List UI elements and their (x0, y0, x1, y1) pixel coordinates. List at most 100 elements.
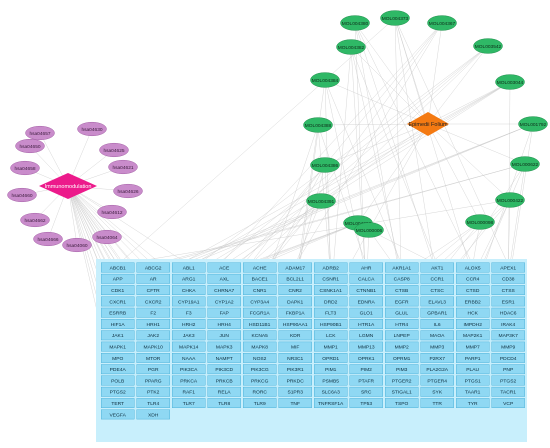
gene-box[interactable] (242, 386, 277, 397)
pathway-node[interactable] (92, 229, 122, 245)
gene-box[interactable] (456, 273, 490, 284)
gene-box[interactable] (171, 319, 206, 329)
gene-box[interactable] (278, 375, 312, 386)
gene-box[interactable] (171, 386, 206, 397)
gene-box[interactable] (207, 262, 241, 273)
gene-box[interactable] (491, 386, 525, 397)
pathway-node[interactable] (99, 142, 129, 158)
gene-box[interactable] (242, 398, 277, 408)
gene-box[interactable] (456, 285, 490, 295)
gene-box[interactable] (420, 285, 454, 295)
pathway-node[interactable] (77, 121, 107, 137)
gene-box[interactable] (456, 353, 490, 363)
ingredient-node[interactable] (510, 156, 540, 172)
gene-box[interactable] (385, 262, 419, 273)
gene-box[interactable] (491, 341, 525, 352)
gene-box[interactable] (100, 375, 135, 386)
gene-box[interactable] (420, 353, 454, 363)
pathway-node[interactable] (20, 212, 50, 228)
gene-box[interactable] (491, 319, 525, 329)
gene-box[interactable] (314, 398, 348, 408)
hub-epimedii-folium[interactable] (407, 112, 449, 136)
gene-box[interactable] (136, 341, 170, 352)
gene-box[interactable] (385, 273, 419, 284)
gene-box[interactable] (207, 296, 241, 307)
gene-box[interactable] (385, 296, 419, 307)
gene-box[interactable] (314, 386, 348, 397)
gene-box[interactable] (349, 330, 383, 341)
gene-box[interactable] (420, 364, 454, 375)
gene-box[interactable] (278, 285, 312, 295)
gene-box[interactable] (242, 307, 277, 318)
gene-box[interactable] (420, 341, 454, 352)
gene-box[interactable] (278, 353, 312, 363)
gene-box[interactable] (385, 341, 419, 352)
gene-box[interactable] (100, 386, 135, 397)
gene-box[interactable] (136, 262, 170, 273)
gene-box[interactable] (314, 273, 348, 284)
gene-box[interactable] (349, 262, 383, 273)
gene-box[interactable] (385, 353, 419, 363)
ingredient-node[interactable] (340, 15, 370, 31)
gene-box[interactable] (136, 409, 170, 420)
gene-box[interactable] (314, 319, 348, 329)
gene-box[interactable] (171, 364, 206, 375)
gene-box[interactable] (100, 330, 135, 341)
gene-box[interactable] (349, 386, 383, 397)
gene-box[interactable] (207, 285, 241, 295)
gene-box[interactable] (491, 375, 525, 386)
gene-box[interactable] (278, 319, 312, 329)
gene-box[interactable] (456, 330, 490, 341)
gene-box[interactable] (456, 398, 490, 408)
gene-box[interactable] (207, 330, 241, 341)
gene-box[interactable] (314, 341, 348, 352)
gene-box[interactable] (385, 375, 419, 386)
gene-box[interactable] (207, 375, 241, 386)
gene-box[interactable] (420, 319, 454, 329)
pathway-node[interactable] (15, 138, 45, 154)
gene-box[interactable] (349, 353, 383, 363)
gene-box[interactable] (314, 262, 348, 273)
gene-box[interactable] (100, 307, 135, 318)
gene-box[interactable] (136, 307, 170, 318)
ingredient-node[interactable] (303, 117, 333, 133)
gene-box[interactable] (385, 307, 419, 318)
gene-box[interactable] (207, 386, 241, 397)
gene-box[interactable] (385, 285, 419, 295)
pathway-node[interactable] (10, 160, 40, 176)
gene-box[interactable] (242, 285, 277, 295)
gene-box[interactable] (491, 285, 525, 295)
gene-box[interactable] (171, 307, 206, 318)
gene-box[interactable] (491, 353, 525, 363)
ingredient-node[interactable] (495, 74, 525, 90)
gene-box[interactable] (100, 341, 135, 352)
ingredient-node[interactable] (310, 72, 340, 88)
gene-box[interactable] (136, 273, 170, 284)
gene-box[interactable] (420, 398, 454, 408)
gene-box[interactable] (456, 341, 490, 352)
gene-box[interactable] (100, 409, 135, 420)
gene-box[interactable] (420, 330, 454, 341)
gene-box[interactable] (100, 296, 135, 307)
gene-box[interactable] (314, 353, 348, 363)
gene-box[interactable] (349, 319, 383, 329)
gene-box[interactable] (136, 285, 170, 295)
gene-box[interactable] (456, 262, 490, 273)
gene-box[interactable] (207, 364, 241, 375)
gene-box[interactable] (242, 319, 277, 329)
ingredient-node[interactable] (336, 39, 366, 55)
ingredient-node[interactable] (310, 157, 340, 173)
gene-box[interactable] (136, 398, 170, 408)
gene-box[interactable] (491, 273, 525, 284)
gene-box[interactable] (100, 353, 135, 363)
gene-box[interactable] (171, 330, 206, 341)
pathway-node[interactable] (97, 204, 127, 220)
gene-box[interactable] (171, 341, 206, 352)
pathway-node[interactable] (113, 183, 143, 199)
gene-box[interactable] (278, 341, 312, 352)
gene-box[interactable] (136, 386, 170, 397)
gene-box[interactable] (349, 296, 383, 307)
gene-box[interactable] (349, 375, 383, 386)
gene-box[interactable] (349, 273, 383, 284)
gene-box[interactable] (385, 330, 419, 341)
